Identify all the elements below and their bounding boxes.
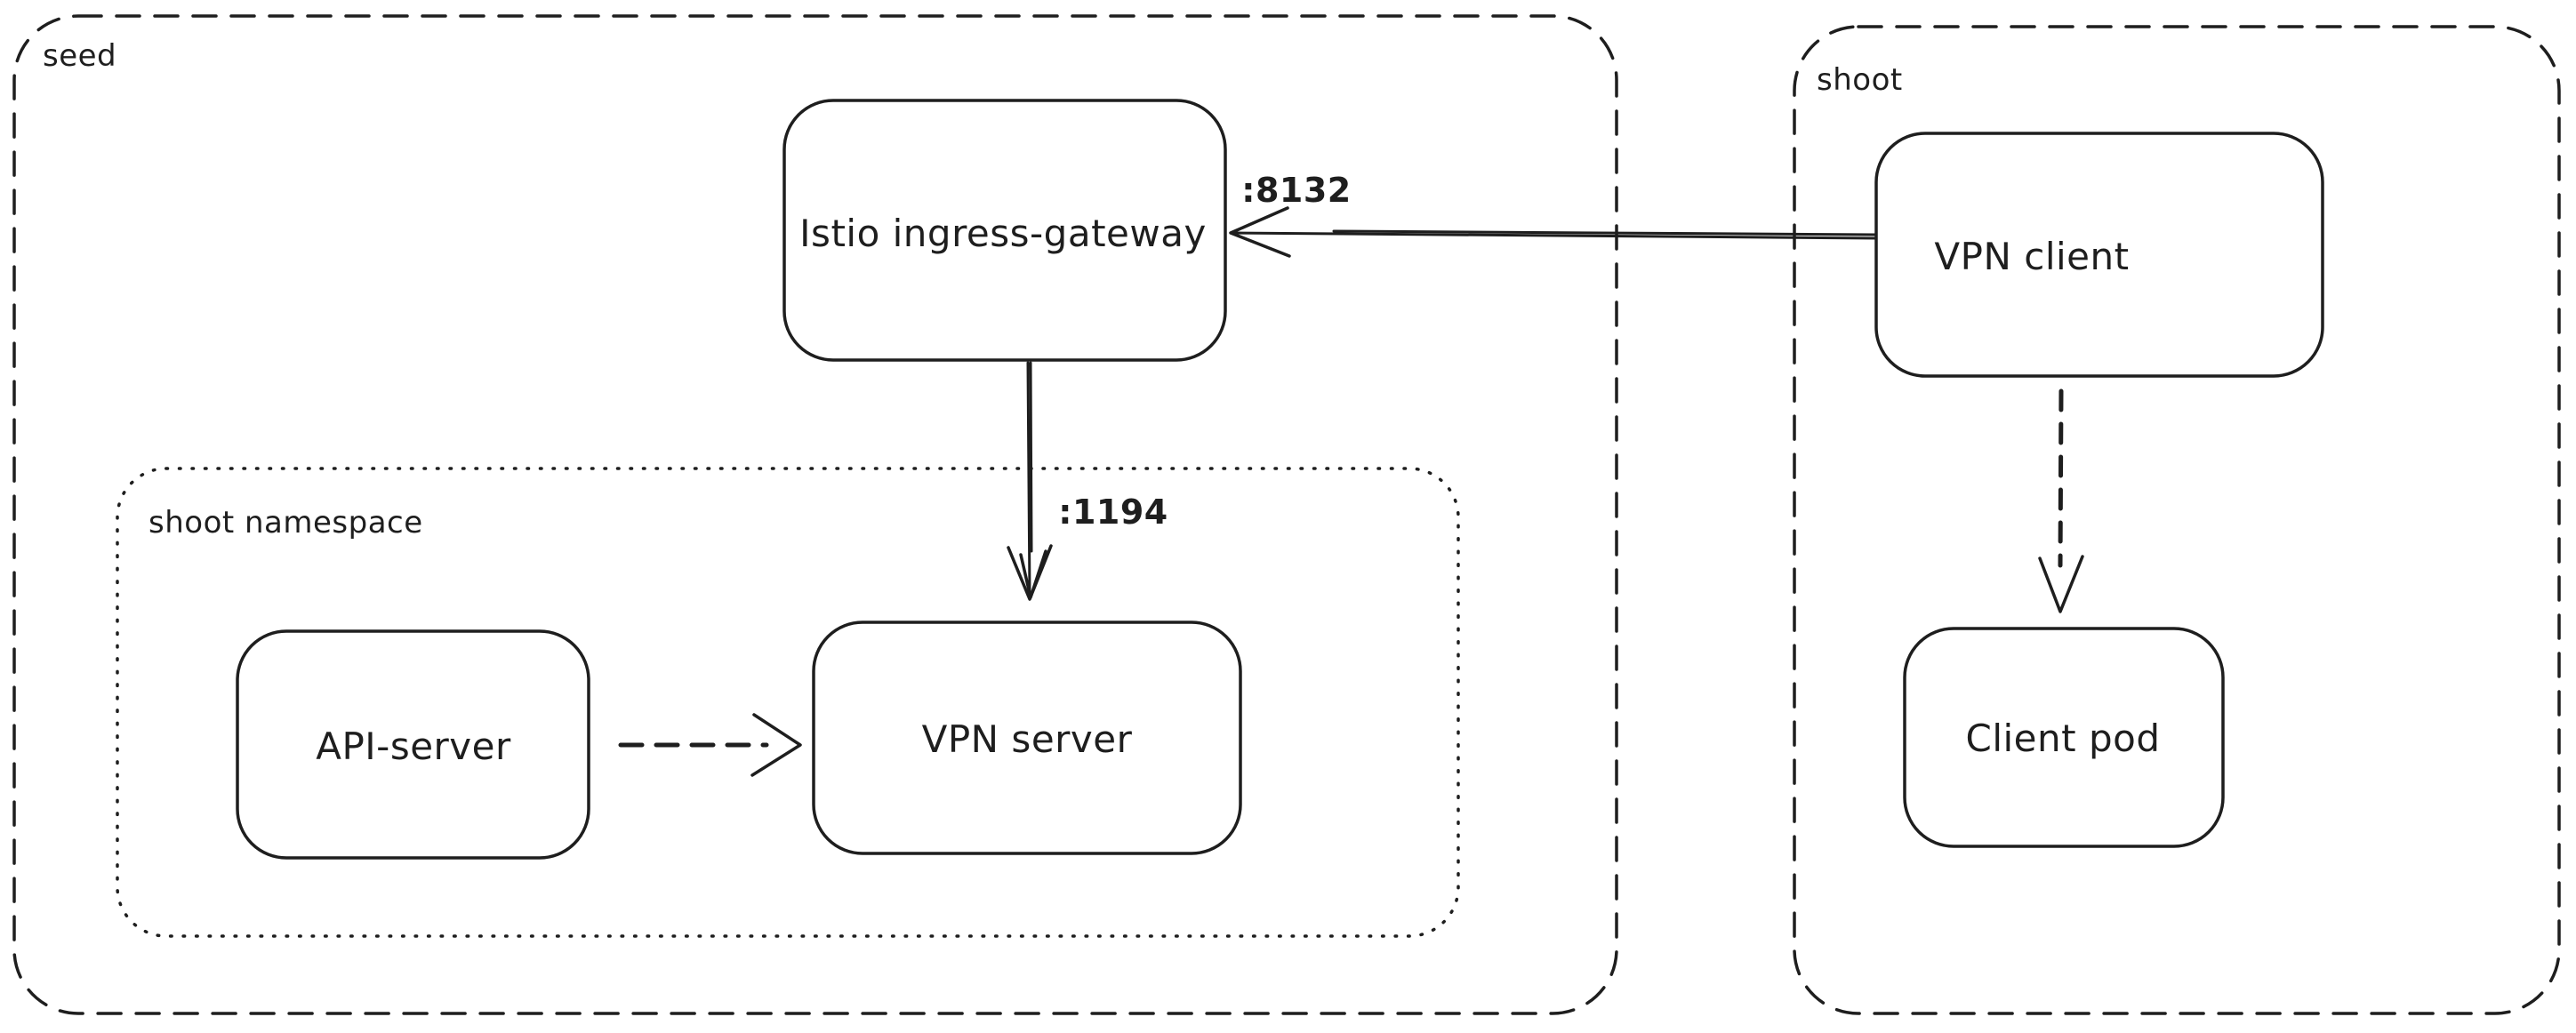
arrowhead-right-icon [750, 713, 802, 777]
client-pod-label: Client pod [1965, 716, 2161, 760]
shoot-container-border [1793, 25, 2561, 1015]
vpn-server-label: VPN server [921, 717, 1133, 761]
istio-ingress-gateway-box [782, 99, 1227, 362]
istio-ingress-gateway-label: Istio ingress-gateway [799, 211, 1207, 255]
api-server-label: API-server [316, 724, 511, 768]
arrowhead-down-icon [1007, 544, 1053, 601]
shoot-namespace-container-label: shoot namespace [148, 505, 423, 541]
seed-container-label: seed [43, 38, 117, 74]
seed-container-border [12, 14, 1618, 1015]
edge-vpn-client-to-istio [1229, 206, 1878, 258]
edge-vpn-client-to-client-pod [2038, 388, 2084, 613]
edge-api-server-to-vpn-server [618, 713, 802, 777]
vpn-client-label: VPN client [1934, 234, 2130, 278]
vpn-client-box [1874, 132, 2324, 378]
shoot-namespace-container-border [116, 467, 1460, 938]
arrowhead-left-icon [1229, 206, 1291, 258]
arrowhead-down-overdraw-icon [1019, 549, 1047, 599]
port-1194-label: :1194 [1058, 492, 1168, 533]
arrowhead-down-dashed-icon [2038, 555, 2084, 613]
vpn-server-box [812, 621, 1242, 855]
edge-istio-to-vpn-server [1007, 361, 1053, 601]
port-8132-label: :8132 [1241, 171, 1352, 211]
client-pod-box [1903, 627, 2225, 848]
shoot-container-label: shoot [1817, 62, 1903, 98]
api-server-box [236, 629, 590, 860]
